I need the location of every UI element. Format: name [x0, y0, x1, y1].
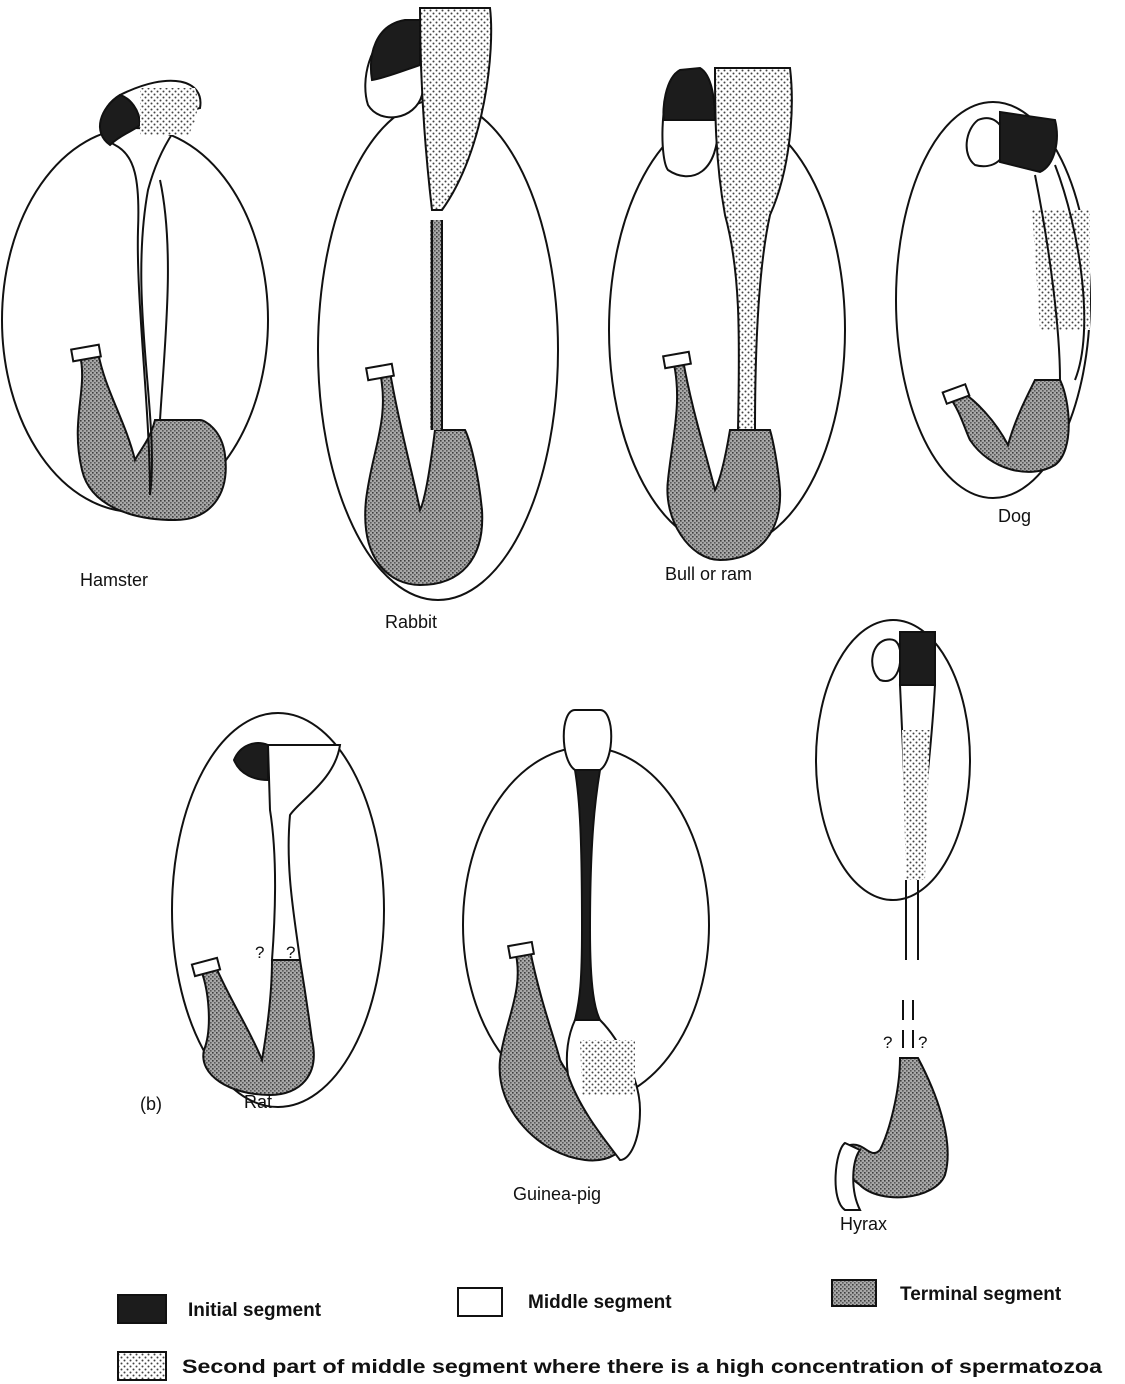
uncertain-mark-hyrax-right: ?: [918, 1033, 927, 1052]
legend-label-terminal: Terminal segment: [900, 1284, 1062, 1305]
uncertain-mark-hyrax-left: ?: [883, 1033, 892, 1052]
label-hyrax: Hyrax: [840, 1214, 887, 1234]
legend-swatch-second-part: [118, 1352, 166, 1380]
legend-label-middle: Middle segment: [528, 1292, 672, 1313]
legend-label-second-part: Second part of middle segment where ther…: [182, 1357, 1103, 1378]
legend-swatch-terminal: [832, 1280, 876, 1306]
legend-swatch-middle: [458, 1288, 502, 1316]
legend-label-initial: Initial segment: [188, 1300, 322, 1321]
uncertain-mark-rat-left: ?: [255, 943, 264, 962]
label-hamster: Hamster: [80, 570, 148, 590]
legend-swatch-initial: [118, 1295, 166, 1323]
label-guinea-pig: Guinea-pig: [513, 1184, 601, 1204]
hamster-diagram: [2, 81, 268, 520]
legend: Initial segment Middle segment Terminal …: [118, 1280, 1103, 1380]
rabbit-diagram: [318, 8, 558, 600]
label-rabbit: Rabbit: [385, 612, 437, 632]
hyrax-diagram: [816, 620, 970, 1210]
bull-diagram: [609, 68, 845, 560]
guinea-pig-diagram: [463, 710, 709, 1160]
uncertain-mark-rat-right: ?: [286, 943, 295, 962]
label-panel-b: (b): [140, 1094, 162, 1114]
label-rat: Rat: [244, 1092, 272, 1112]
label-dog: Dog: [998, 506, 1031, 526]
rat-diagram: [172, 713, 384, 1107]
dog-diagram: [896, 102, 1090, 498]
label-bull: Bull or ram: [665, 564, 752, 584]
